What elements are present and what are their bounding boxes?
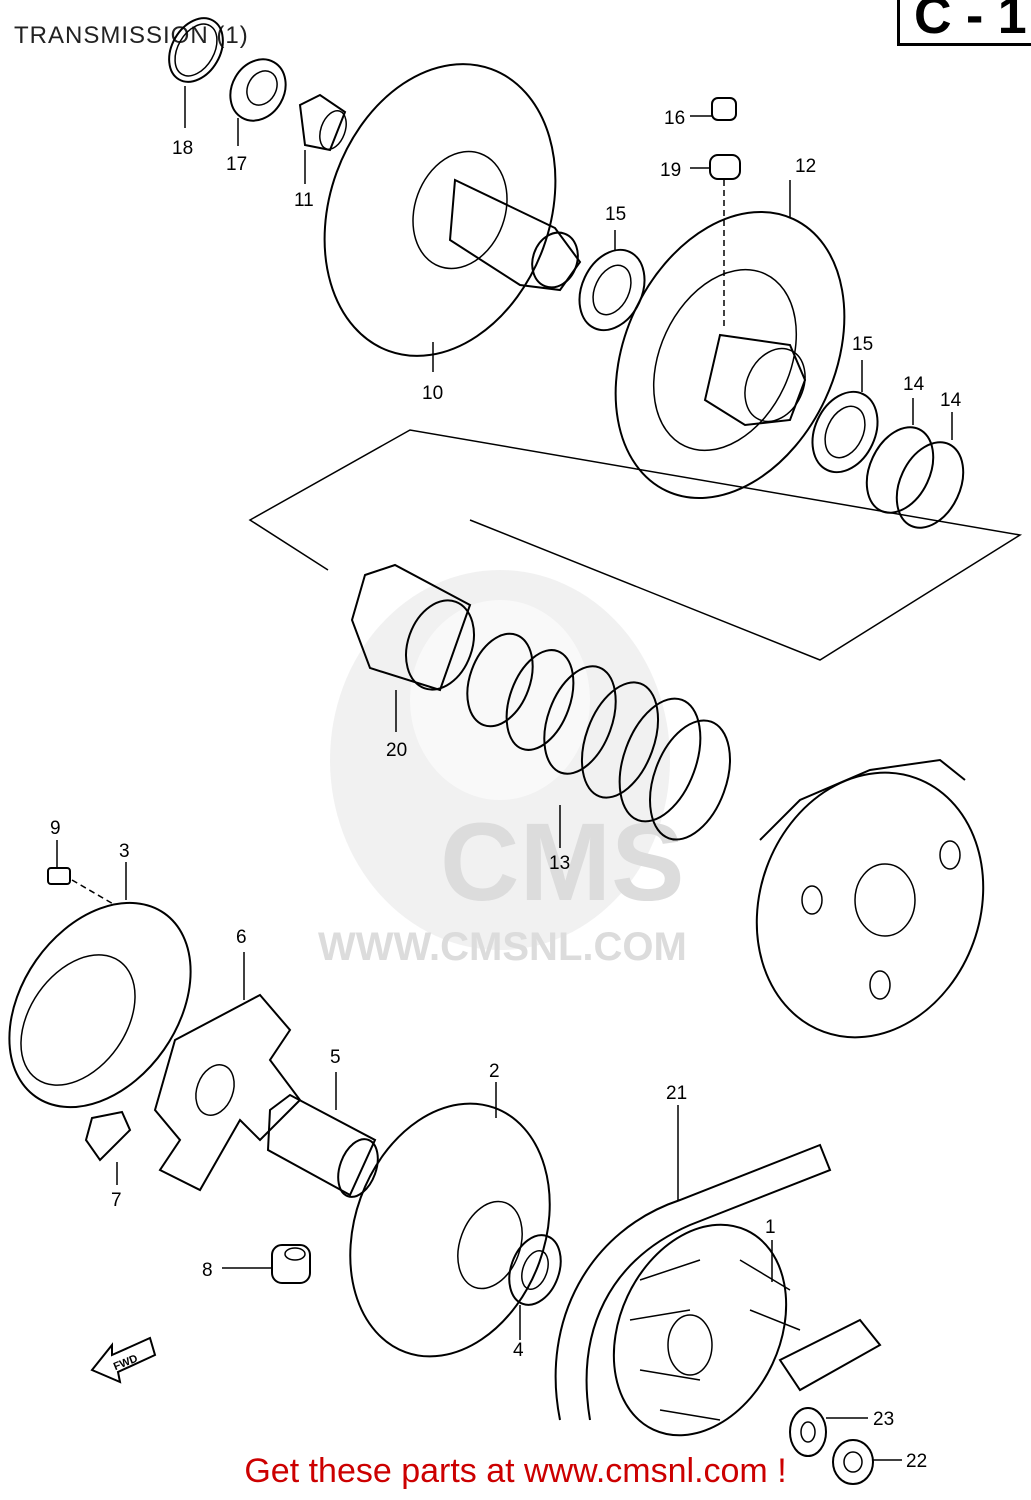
- label-part-9: 9: [50, 818, 61, 839]
- part-4-bearing: [508, 1234, 562, 1340]
- part-3-cover: [8, 862, 192, 1109]
- part-22-nut: [832, 1439, 902, 1485]
- label-part-23: 23: [873, 1409, 894, 1430]
- label-part-16: 16: [664, 108, 685, 129]
- label-part-2: 2: [489, 1061, 500, 1082]
- label-part-15-lower: 15: [852, 334, 873, 355]
- label-part-10: 10: [422, 383, 443, 404]
- part-10-driven-face: [323, 63, 582, 372]
- part-15-bearing-lower: [811, 360, 879, 474]
- part-18-spring-seat: [350, 563, 475, 732]
- part-6-cam-plate: [153, 952, 302, 1192]
- label-part-7: 7: [111, 1190, 122, 1211]
- label-part-14-a: 14: [903, 374, 925, 395]
- part-number-labels: 18 17 11 10 16 19 12 15 15 14 14 20 13 9…: [50, 108, 962, 1472]
- footer-link[interactable]: Get these parts at www.cmsnl.com !: [244, 1452, 787, 1490]
- cms-watermark: CMS WWW.CMSNL.COM: [318, 570, 687, 969]
- clutch-housing: [755, 758, 985, 1039]
- part-7-guide: [84, 1110, 132, 1185]
- part-2-movable-drive-face: [349, 1082, 551, 1358]
- page-title: TRANSMISSION (1): [14, 22, 249, 49]
- label-part-1: 1: [765, 1217, 776, 1238]
- label-part-14-b: 14: [940, 390, 962, 411]
- label-part-21: 21: [666, 1083, 687, 1104]
- label-part-18: 20: [386, 740, 407, 761]
- part-11-needle-bearing: [298, 93, 347, 184]
- section-badge: C - 1: [897, 0, 1031, 46]
- label-part-19: 17: [226, 154, 247, 175]
- part-9-bolt: [47, 840, 116, 906]
- label-part-12: 12: [795, 156, 816, 177]
- label-part-4: 4: [513, 1340, 524, 1361]
- part-1-drive-face: [612, 1223, 882, 1437]
- watermark-url-text: WWW.CMSNL.COM: [318, 925, 687, 969]
- part-16-pin: [690, 97, 737, 121]
- label-part-5: 5: [330, 1047, 341, 1068]
- label-part-17: 19: [660, 160, 681, 181]
- label-part-11: 11: [294, 190, 314, 211]
- part-13-spring: [466, 632, 731, 848]
- section-badge-text: C - 1: [914, 0, 1027, 45]
- label-part-13: 13: [549, 853, 570, 874]
- label-part-20: 18: [172, 138, 193, 159]
- assembly-bracket-line: [248, 429, 1023, 661]
- label-part-15-upper: 15: [605, 204, 626, 225]
- part-5-sleeve: [266, 1072, 379, 1198]
- part-21-drive-belt: [554, 1105, 832, 1421]
- fwd-arrow-text: FWD: [112, 1353, 140, 1374]
- part-8-bushing: [222, 1244, 311, 1284]
- forward-direction-arrow: FWD: [90, 1336, 157, 1384]
- part-19-oil-seal: [229, 58, 287, 146]
- part-23-washer: [789, 1407, 868, 1457]
- label-part-6: 6: [236, 927, 247, 948]
- label-part-22: 22: [906, 1451, 927, 1472]
- part-12-movable-driven-face: [614, 180, 846, 500]
- part-17-collar: [690, 154, 741, 330]
- label-part-3: 3: [119, 841, 130, 862]
- label-part-8: 8: [202, 1260, 213, 1281]
- part-20-circlip: [168, 17, 224, 128]
- part-15-bearing-upper: [578, 230, 646, 332]
